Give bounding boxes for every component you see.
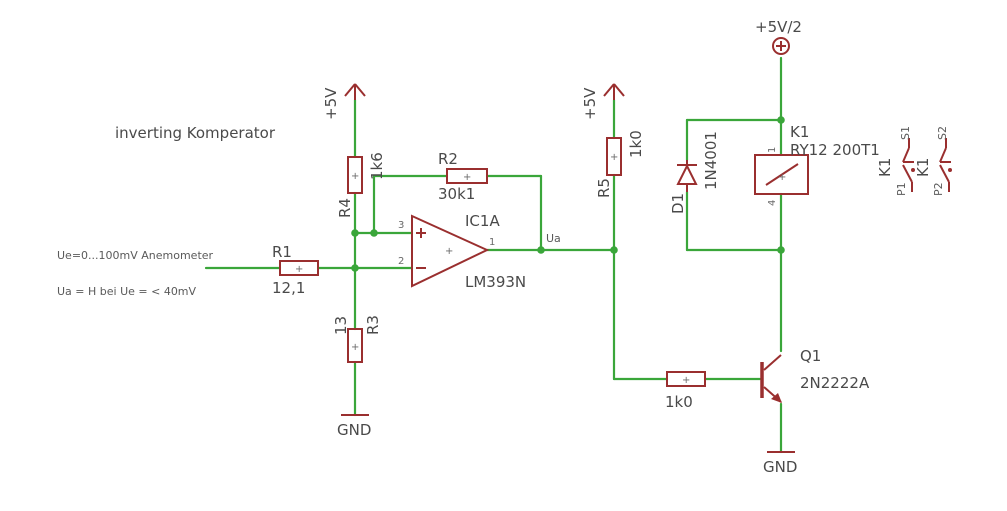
svg-text:13: 13 [332,316,350,335]
svg-text:1: 1 [767,147,778,153]
svg-text:4: 4 [767,200,778,206]
vcc-left-label: +5V [322,87,340,120]
comparator-ic1a: + 3 2 1 IC1A LM393N [398,212,526,291]
title-text: inverting Komperator [115,124,276,142]
svg-text:1k0: 1k0 [665,393,693,411]
svg-text:Q1: Q1 [800,347,821,365]
svg-text:R5: R5 [595,178,613,198]
svg-text:2: 2 [398,256,404,267]
svg-text:R1: R1 [272,243,292,261]
svg-text:+: + [610,152,618,163]
gnd-left-label: GND [337,421,371,439]
svg-text:+: + [682,375,690,386]
gnd-left-symbol: GND [337,414,371,439]
relay-switch-2: K1 P2 S2 [914,126,952,196]
relay-switch-1: K1 P1 S1 [876,126,915,196]
svg-text:1N4001: 1N4001 [702,131,720,190]
svg-text:1k0: 1k0 [627,130,645,158]
svg-text:R3: R3 [364,315,382,335]
svg-text:+: + [445,246,453,257]
svg-text:+: + [351,171,359,182]
svg-text:1: 1 [489,237,495,248]
svg-text:+: + [351,342,359,353]
svg-text:1k6: 1k6 [368,152,386,180]
net-label-ua: Ua [546,232,561,245]
svg-text:K1: K1 [914,158,932,177]
svg-text:P1: P1 [895,182,908,196]
svg-text:S1: S1 [899,126,912,140]
diode-d1: D1 1N4001 [669,131,720,214]
resistor-base: + 1k0 [665,371,706,411]
svg-text:P2: P2 [932,182,945,196]
vcc-right-label: +5V [581,87,599,120]
transistor-q1: Q1 2N2222A [760,347,870,403]
resistor-r2: + R2 30k1 [438,150,488,203]
svg-text:LM393N: LM393N [465,273,526,291]
relay-k1: + 1 4 K1 RY12 200T1 [754,123,880,206]
svg-text:S2: S2 [936,126,949,140]
svg-text:R4: R4 [336,198,354,218]
input-note: Ue=0...100mV Anemometer [57,249,214,262]
svg-text:K1: K1 [790,123,809,141]
gnd-right-label: GND [763,458,797,476]
svg-text:3: 3 [398,220,404,231]
svg-text:R2: R2 [438,150,458,168]
output-note: Ua = H bei Ue = < 40mV [57,285,197,298]
svg-text:12,1: 12,1 [272,279,305,297]
vcc-left-symbol: +5V [322,83,366,120]
svg-text:2N2222A: 2N2222A [800,374,870,392]
svg-text:K1: K1 [876,158,894,177]
svg-text:30k1: 30k1 [438,185,475,203]
resistor-r1: + R1 12,1 [272,243,319,297]
gnd-right-symbol: GND [763,451,797,476]
junctions [351,116,785,272]
vrelay-label: +5V/2 [755,18,802,36]
vcc-right-symbol: +5V [581,83,625,120]
svg-text:RY12 200T1: RY12 200T1 [790,141,880,159]
svg-text:+: + [295,264,303,275]
svg-text:+: + [463,172,471,183]
resistor-r5: + R5 1k0 [595,130,645,198]
resistor-r4: + R4 1k6 [336,152,386,218]
vrelay-symbol: +5V/2 [755,18,802,55]
wires [204,56,783,454]
resistor-r3: + 13 R3 [332,315,382,363]
svg-text:+: + [778,172,786,183]
svg-text:D1: D1 [669,193,687,214]
svg-text:IC1A: IC1A [465,212,500,230]
